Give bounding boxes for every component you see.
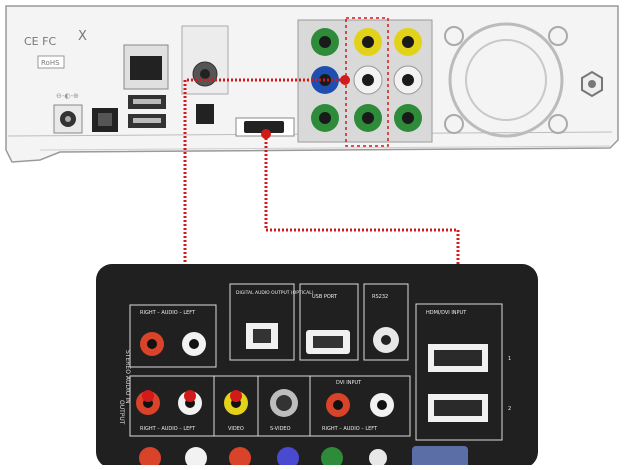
usb-port-1-tongue xyxy=(133,99,161,104)
plug-video-yellow xyxy=(230,390,242,402)
fan-screw-1 xyxy=(444,26,464,46)
fan-grill xyxy=(444,22,568,138)
rohs-badge xyxy=(37,55,65,69)
plug-audio-white xyxy=(184,390,196,402)
tv-rca-white-4[interactable] xyxy=(185,447,207,469)
cable-endpoint-hdmi xyxy=(261,129,271,139)
tv-optical-socket xyxy=(253,329,271,343)
output-audio-label: RIGHT – AUDIO – LEFT xyxy=(140,426,196,432)
small-optical-port[interactable] xyxy=(196,104,214,124)
ce-mark: CE FC xyxy=(24,35,56,48)
audio-jack-hole xyxy=(200,69,210,79)
rca-green-1-hole xyxy=(319,36,331,48)
plug-audio-red xyxy=(142,390,154,402)
usb-label: USB PORT xyxy=(312,294,338,300)
rca-jacks xyxy=(311,28,423,132)
tv-rca-blue-1[interactable] xyxy=(277,447,299,469)
fan-ring-outer xyxy=(448,22,564,138)
tv-rca-red-4[interactable] xyxy=(139,447,161,469)
tv-rca-red-5[interactable] xyxy=(229,447,251,469)
video-label: VIDEO xyxy=(228,426,244,432)
side-label-2: 2 xyxy=(508,406,511,412)
cable-endpoint-rca xyxy=(340,75,350,85)
tv-rca-red-1-hole xyxy=(147,339,157,349)
rohs-text: RoHS xyxy=(41,59,60,67)
output-label: OUTPUT xyxy=(118,400,125,425)
rs232-label: RS232 xyxy=(372,294,388,300)
tv-rca-white-1-hole xyxy=(189,339,199,349)
dvi-audio-label: RIGHT – AUDIO – LEFT xyxy=(322,426,378,432)
stereo-audio-label: STEREO AUDIO IN xyxy=(124,350,131,404)
tv-vga-port[interactable] xyxy=(412,446,468,468)
side-label-1: 1 xyxy=(508,356,511,362)
ethernet-socket xyxy=(130,56,162,80)
fan-ring-inner xyxy=(465,39,547,121)
fan-screw-4 xyxy=(548,114,568,134)
tv-usb-socket xyxy=(313,336,343,348)
tv-rca-red-3-hole xyxy=(333,400,343,410)
tv-small-jack[interactable] xyxy=(369,449,387,467)
ground-screw-center xyxy=(588,80,596,88)
rca-yellow-1-hole xyxy=(362,36,374,48)
rear-unit: CE FC X RoHS ⊖-◐-⊕ xyxy=(5,5,619,163)
weee-bin-icon: X xyxy=(78,29,87,44)
rca-green-3-hole xyxy=(362,112,374,124)
fan-screw-2 xyxy=(548,26,568,46)
rca-yellow-2-hole xyxy=(402,36,414,48)
fan-screw-3 xyxy=(444,114,464,134)
rca-white-1-hole xyxy=(362,74,374,86)
usb-port-2-tongue xyxy=(133,118,161,123)
tv-rca-green-1[interactable] xyxy=(321,447,343,469)
tv-panel-body xyxy=(96,264,538,468)
tv-hdmi-port-1-socket xyxy=(434,350,482,366)
output-row-box xyxy=(129,375,411,437)
dvi-input-label: DVI INPUT xyxy=(336,380,362,386)
unit-base-line xyxy=(39,145,611,151)
tv-rca-white-3-hole xyxy=(377,400,387,410)
rca-green-2-hole xyxy=(319,112,331,124)
tv-rs232-hole xyxy=(381,335,391,345)
hdmi-input-label: HDMI/DVI INPUT xyxy=(426,310,467,316)
tv-svideo-socket xyxy=(276,395,292,411)
tv-hdmi-port-2-socket xyxy=(434,400,482,416)
optical-out-box xyxy=(229,283,295,361)
power-polarity-mark: ⊖-◐-⊕ xyxy=(56,92,79,100)
audio-cable-path xyxy=(183,78,345,400)
optical-port-inner xyxy=(98,113,112,126)
svideo-label: S-VIDEO xyxy=(270,426,291,432)
rs232-box xyxy=(363,283,409,361)
optical-out-label: DIGITAL AUDIO OUTPUT (OPTICAL) xyxy=(236,290,314,296)
rca-white-2-hole xyxy=(402,74,414,86)
rca-green-4-hole xyxy=(402,112,414,124)
tv-panel: STEREO AUDIO IN OUTPUT RIGHT – AUDIO – L… xyxy=(96,264,538,469)
power-jack-pin xyxy=(65,116,71,122)
hdmi-input-box xyxy=(415,303,503,441)
audio-in-label: RIGHT – AUDIO – LEFT xyxy=(140,310,196,316)
audio-in-box xyxy=(129,304,217,368)
hdmi-port[interactable] xyxy=(244,121,284,133)
usb-box xyxy=(299,283,359,361)
